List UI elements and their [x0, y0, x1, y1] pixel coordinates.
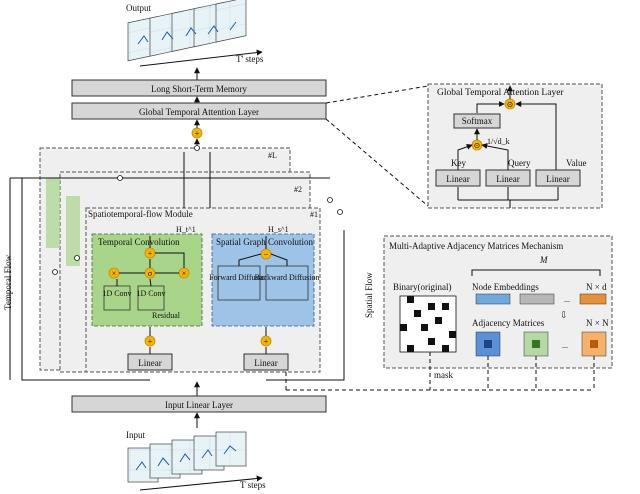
svg-text:⇩: ⇩	[560, 310, 568, 320]
softmax-box	[453, 113, 501, 129]
temporal-conv-label: Temporal Convolution	[98, 237, 180, 247]
n-by-n-label: N × N	[586, 318, 609, 328]
svg-text:×: ×	[112, 269, 117, 278]
svg-text:×: ×	[182, 269, 187, 278]
input-linear-label: Input Linear Layer	[165, 400, 233, 410]
backward-diffusion-box	[265, 265, 309, 301]
input-label: Input	[126, 430, 145, 440]
adjacency-matrices: ...	[475, 331, 607, 357]
spatial-flow-loop	[266, 230, 345, 381]
conv2-box	[137, 285, 165, 311]
input-frames	[127, 431, 247, 483]
backward-diffusion-label: Backward Diffusion	[255, 273, 320, 282]
svg-text:+: +	[264, 337, 269, 346]
stfm-label: Spatiotemporal-flow Module	[88, 209, 193, 219]
linear-value-label: Linear	[546, 174, 569, 184]
spatial-gconv-label: Spatial Graph Convolution	[216, 237, 313, 247]
svg-text:...: ...	[564, 295, 570, 304]
svg-text:+: +	[148, 337, 153, 346]
svg-text:+: +	[195, 129, 200, 138]
linear-key-label: Linear	[446, 174, 469, 184]
linear-query-label: Linear	[496, 174, 519, 184]
mask-label: mask	[434, 370, 453, 380]
conv1-label: 1D Conv	[102, 289, 131, 298]
n-by-d-label: N × d	[586, 282, 607, 292]
temporal-conv-block	[91, 233, 203, 327]
linear-temporal-label: Linear	[138, 358, 161, 368]
h-t-label: H_t^1	[176, 225, 196, 234]
input-linear-box	[71, 395, 327, 413]
softmax-label: Softmax	[462, 116, 493, 126]
gtal-panel-title: Global Temporal Attention Layer	[437, 88, 564, 98]
conv1-box	[103, 285, 131, 311]
m-label: M	[539, 255, 548, 265]
forward-diffusion-box	[217, 265, 261, 301]
gtal-box	[71, 102, 327, 120]
layer-2-label: #2	[294, 185, 302, 194]
node-embeddings: ...	[475, 293, 607, 305]
residual-label: Residual	[152, 311, 181, 320]
value-label: Value	[566, 158, 587, 168]
forward-diffusion-label: Forward Diffusion	[209, 273, 269, 282]
svg-text:−: −	[264, 250, 269, 259]
svg-text:⊙: ⊙	[507, 100, 514, 109]
svg-text:⊙: ⊙	[474, 141, 481, 150]
sigma-label: σ	[148, 269, 153, 278]
conv2-label: 1D Conv	[136, 289, 165, 298]
t-star-steps-label: T' steps	[236, 54, 264, 64]
gtal-label: Global Temporal Attention Layer	[139, 107, 259, 117]
t-steps-label: T steps	[240, 480, 266, 490]
spatial-flow-label: Spatial Flow	[364, 272, 374, 318]
scale-label: 1/√d_k	[487, 137, 510, 146]
binary-label: Binary(original)	[393, 282, 451, 292]
output-label: Output	[126, 3, 152, 13]
binary-matrix	[399, 295, 457, 353]
layer-1-label: #1	[310, 210, 318, 219]
temporal-flow-loop	[21, 178, 150, 381]
lstm-label: Long Short-Term Memory	[151, 84, 247, 94]
node-emb-label: Node Embeddings	[472, 282, 539, 292]
layer-L-label: #L	[268, 151, 277, 160]
h-s-label: H_s^1	[268, 225, 289, 234]
linear-value-box	[535, 169, 581, 187]
svg-text:+: +	[148, 249, 153, 258]
svg-text:...: ...	[562, 341, 568, 350]
query-label: Query	[508, 158, 531, 168]
lstm-box	[71, 79, 327, 97]
output-frames	[127, 0, 247, 62]
key-label: Key	[451, 158, 466, 168]
adj-matrices-label: Adjacency Matrices	[472, 318, 545, 328]
mam-title: Multi-Adaptive Adjacency Matrices Mechan…	[389, 241, 563, 251]
temporal-flow-label: Temporal Flow	[3, 254, 13, 310]
linear-spatial-label: Linear	[254, 358, 277, 368]
